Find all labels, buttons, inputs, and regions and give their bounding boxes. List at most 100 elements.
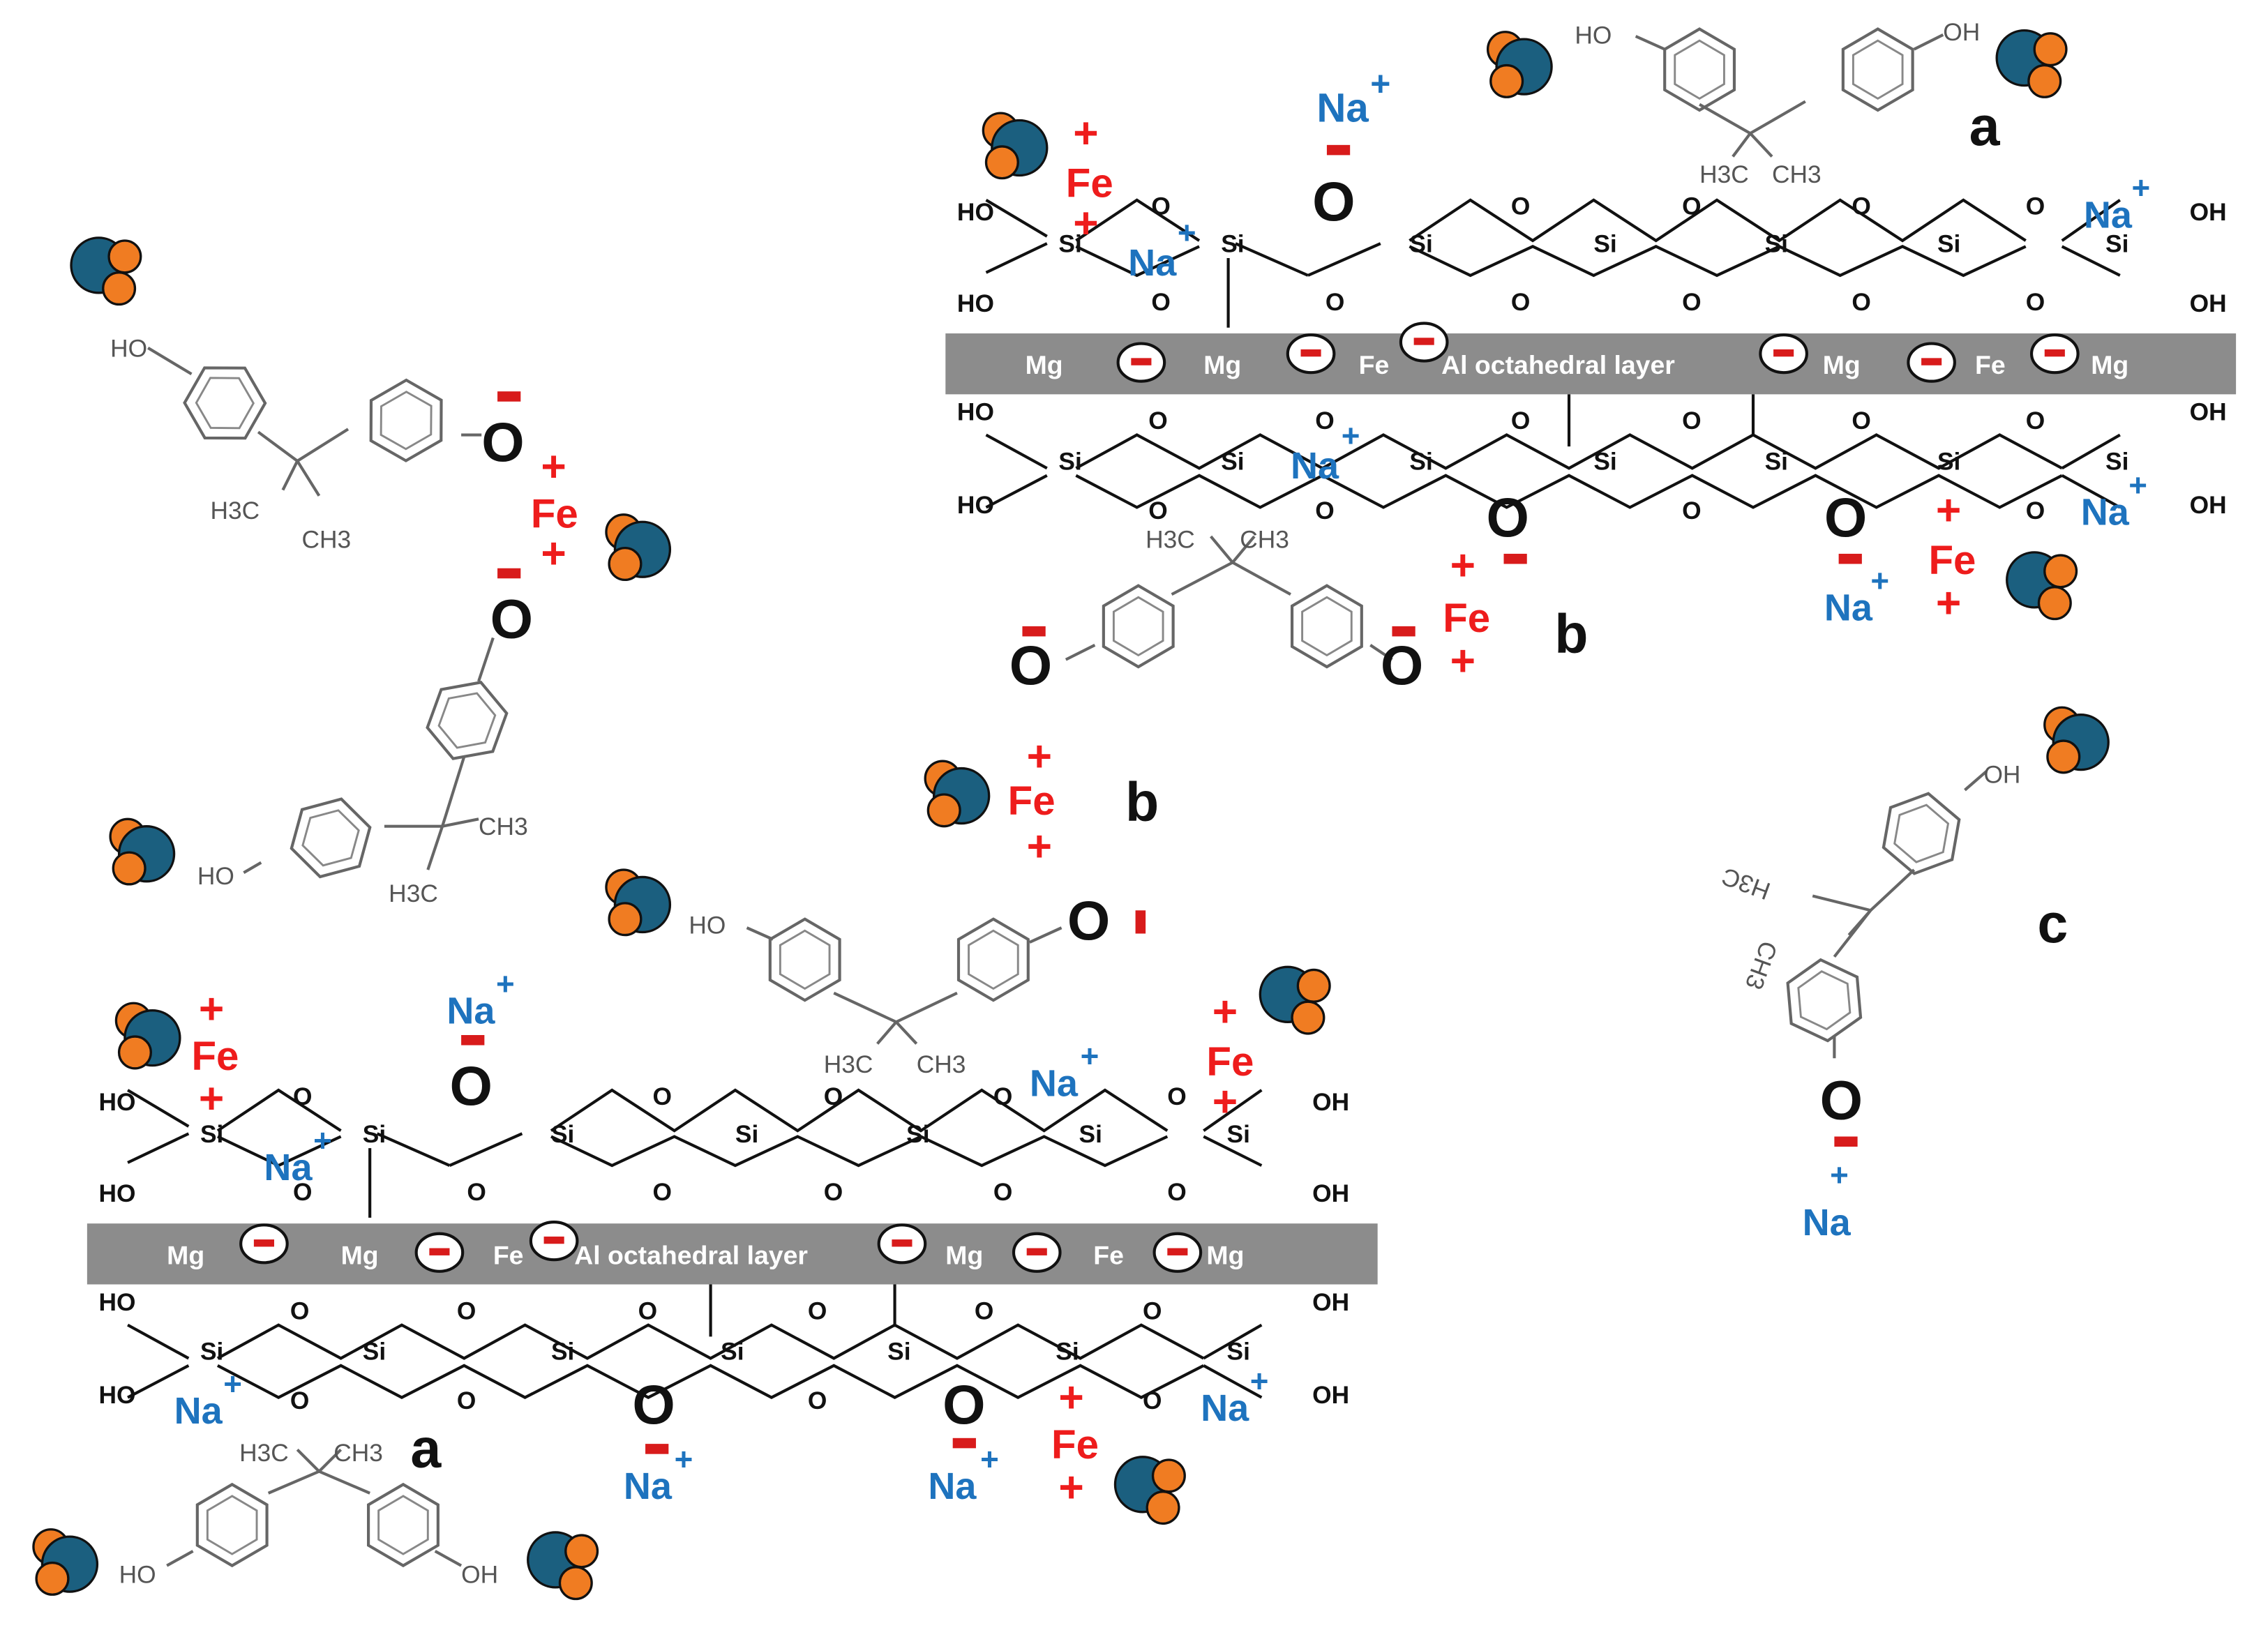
- o-atom: O: [467, 1179, 486, 1206]
- si-atom: Si: [1765, 448, 1788, 475]
- si-atom: Si: [200, 1121, 223, 1148]
- si-atom: Si: [1409, 448, 1432, 475]
- o-atom: O: [824, 1179, 843, 1206]
- sodium-ion: Na +: [1824, 563, 1889, 629]
- clay-sheet-upper: HO HO Si O O Si O Si O O Si O O Si O O S…: [945, 193, 2236, 525]
- anion-badge: [1155, 1234, 1201, 1271]
- oh-label: HO: [99, 1180, 136, 1207]
- fe-label: Fe: [1093, 1240, 1124, 1269]
- iron-ion: Fe: [1443, 596, 1490, 641]
- oxidant-molecule-icon: [114, 1002, 181, 1070]
- mg-label: Mg: [1206, 1240, 1244, 1269]
- o-atom: O: [808, 1297, 827, 1325]
- oh-label: OH: [1312, 1289, 1349, 1316]
- phenolate-oxygen: O: [943, 1374, 985, 1435]
- o-atom: O: [1511, 407, 1530, 435]
- svg-text:+: +: [1081, 1039, 1099, 1074]
- oh-label: HO: [957, 399, 994, 426]
- sodium-ion: Na +: [1201, 1363, 1268, 1429]
- si-atom: Si: [906, 1121, 929, 1148]
- o-atom: O: [1315, 497, 1334, 525]
- phenolate-oxygen: O: [1009, 635, 1052, 696]
- oh-label: OH: [461, 1562, 498, 1589]
- oh-label: OH: [1312, 1382, 1349, 1409]
- oh-label: HO: [99, 1289, 136, 1316]
- o-atom: O: [2026, 497, 2045, 525]
- plus-sign: +: [1073, 110, 1098, 158]
- ch3-label: CH3: [1240, 527, 1289, 554]
- o-atom: O: [1325, 289, 1344, 316]
- sodium-ion: Na +: [1128, 215, 1196, 284]
- oh-label: OH: [2190, 492, 2227, 519]
- panel-label-b: b: [1125, 771, 1159, 832]
- bpa-molecule-bottom: HO OH H3C CH3: [119, 1440, 499, 1589]
- svg-text:Na: Na: [446, 990, 495, 1032]
- svg-text:+: +: [2128, 467, 2147, 503]
- svg-text:Na: Na: [928, 1465, 977, 1507]
- svg-text:Na: Na: [1316, 86, 1369, 131]
- oxidant-molecule-icon: [1113, 1456, 1186, 1525]
- iron-ion: Fe: [1928, 538, 1976, 583]
- iron-ion: Fe: [1008, 778, 1056, 824]
- plus-sign: +: [1027, 733, 1052, 781]
- anion-badge: [2032, 335, 2078, 372]
- ho-label: HO: [689, 912, 726, 939]
- o-atom: O: [652, 1179, 671, 1206]
- anion-badge: [1401, 323, 1448, 361]
- oxidant-molecule-icon: [2006, 551, 2078, 621]
- phenolate-oxygen: O: [1487, 487, 1529, 548]
- phenolate-oxygen: O: [1312, 171, 1355, 232]
- bpa-molecule-left-upper: HO H3C CH3: [110, 335, 482, 554]
- o-atom: O: [808, 1387, 827, 1414]
- oxidant-molecule-icon: [1486, 31, 1553, 98]
- o-atom: O: [2026, 289, 2045, 316]
- h3c-label: H3C: [389, 880, 438, 907]
- svg-text:+: +: [980, 1442, 999, 1477]
- oxidant-molecule-icon: [527, 1531, 599, 1601]
- phenolate-oxygen: O: [1381, 635, 1423, 696]
- oh-label: HO: [957, 199, 994, 226]
- phenolate-oxygen: O: [632, 1374, 675, 1435]
- anion-badge: [1014, 1234, 1060, 1271]
- o-atom: O: [1148, 407, 1167, 435]
- octahedral-layer-label: Al octahedral layer: [574, 1240, 808, 1269]
- bpa-molecule-left-lower: HO CH3 H3C: [197, 637, 528, 907]
- svg-text:+: +: [1342, 418, 1360, 453]
- oh-label: HO: [957, 290, 994, 317]
- h3c-label: H3C: [824, 1051, 873, 1078]
- si-atom: Si: [1765, 231, 1788, 258]
- h3c-label: H3C: [1718, 862, 1774, 905]
- mg-label: Mg: [1823, 350, 1861, 379]
- oxidant-molecule-icon: [2043, 706, 2110, 774]
- ch3-label: CH3: [333, 1440, 383, 1467]
- plus-sign: +: [1936, 486, 1961, 534]
- si-atom: Si: [2105, 231, 2128, 258]
- svg-text:Na: Na: [264, 1147, 313, 1188]
- o-atom: O: [1315, 407, 1334, 435]
- si-atom: Si: [1221, 448, 1244, 475]
- o-atom: O: [1167, 1179, 1186, 1206]
- o-atom: O: [290, 1387, 309, 1414]
- sodium-ion: Na +: [1316, 64, 1390, 130]
- si-atom: Si: [200, 1338, 223, 1366]
- mg-label: Mg: [1203, 350, 1241, 379]
- sodium-ion: + Na: [1803, 1157, 1852, 1244]
- o-atom: O: [652, 1083, 671, 1110]
- minus-sign: [1135, 910, 1146, 934]
- o-atom: O: [638, 1297, 657, 1325]
- svg-text:Na: Na: [1824, 587, 1873, 629]
- iron-ion: Fe: [1051, 1422, 1099, 1467]
- si-atom: Si: [735, 1121, 758, 1148]
- o-atom: O: [1143, 1297, 1162, 1325]
- plus-sign: +: [199, 1075, 224, 1123]
- fe-label: Fe: [1975, 350, 2006, 379]
- svg-text:Na: Na: [1128, 242, 1177, 284]
- anion-badge: [531, 1222, 578, 1260]
- o-atom: O: [1682, 193, 1701, 220]
- phenolate-oxygen: O: [449, 1055, 492, 1117]
- h3c-label: H3C: [1699, 161, 1749, 188]
- plus-sign: +: [541, 443, 566, 491]
- minus-sign: [952, 1437, 976, 1449]
- h3c-label: H3C: [239, 1440, 289, 1467]
- svg-text:Na: Na: [1030, 1062, 1079, 1104]
